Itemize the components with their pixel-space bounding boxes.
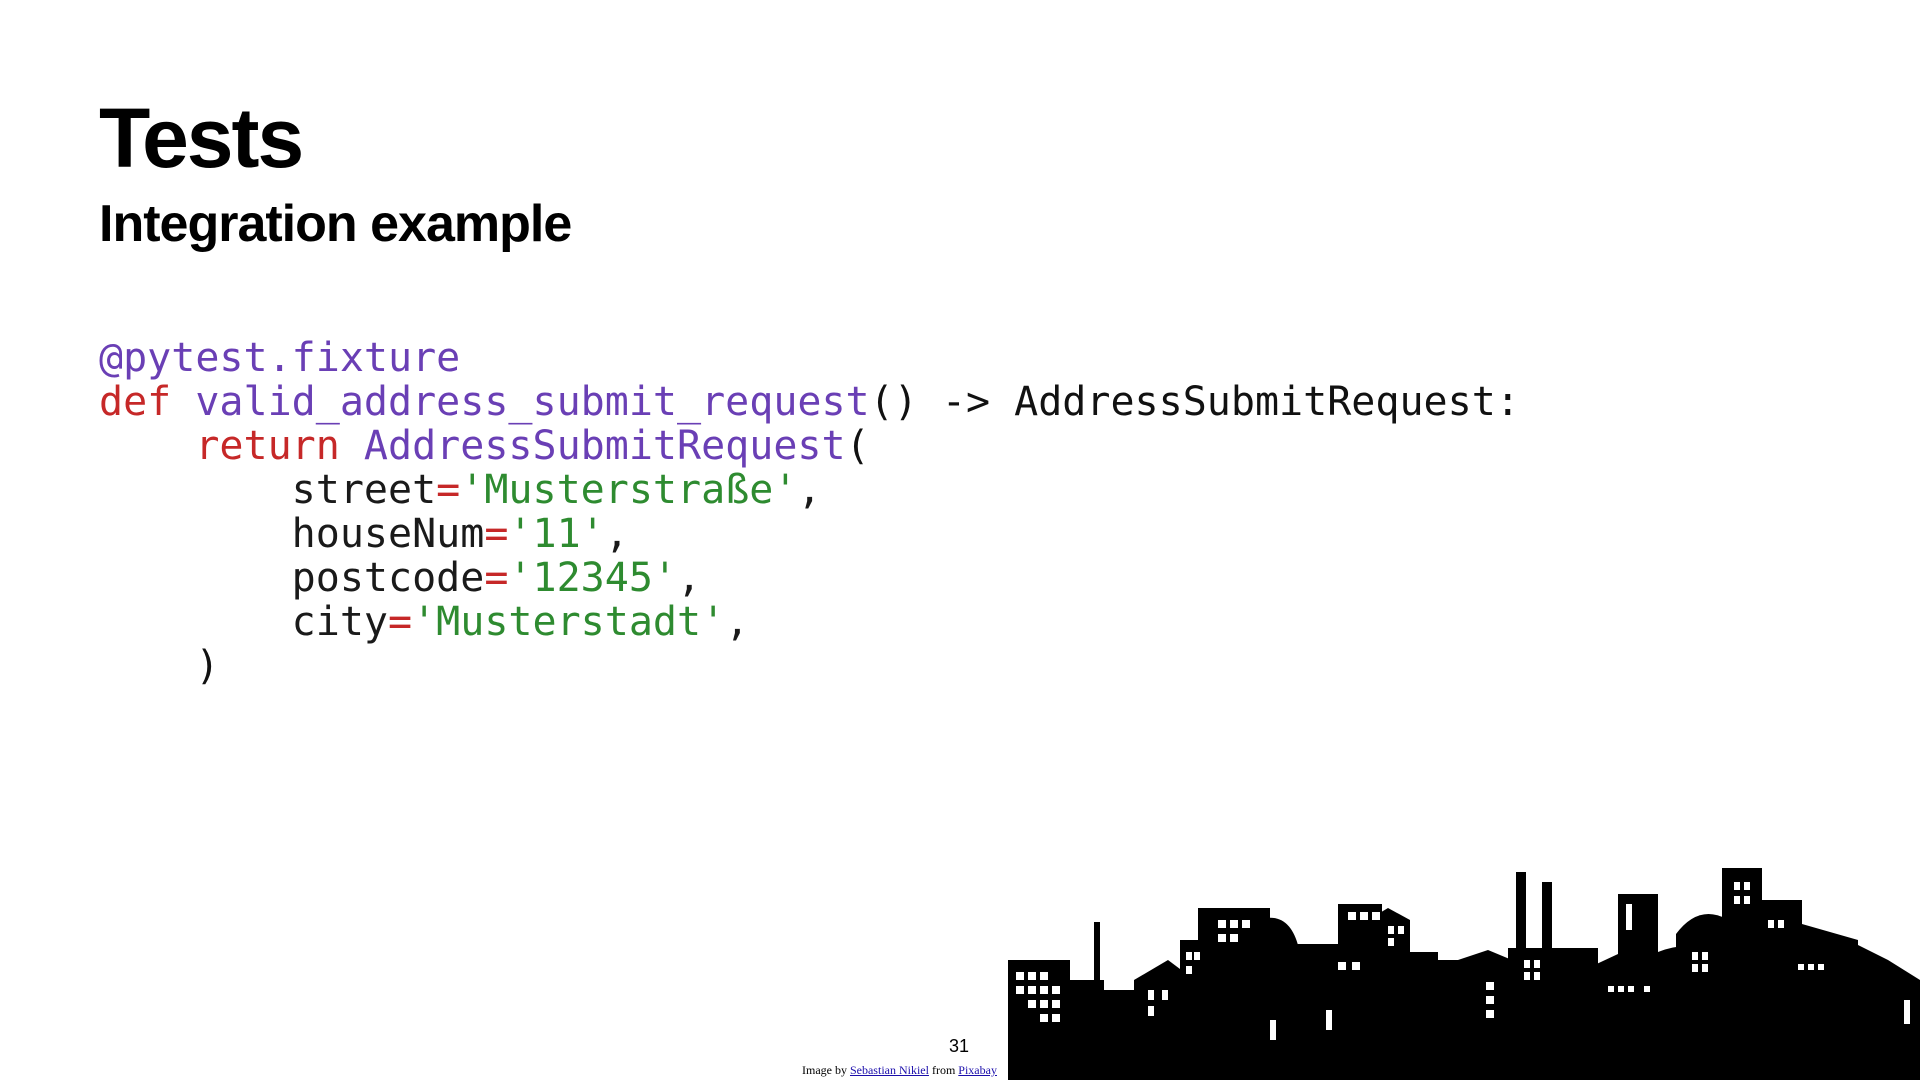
credit-source-link[interactable]: Pixabay: [958, 1063, 997, 1077]
code-arrow: ->: [917, 379, 1015, 425]
code-arg-comma: ,: [797, 467, 822, 513]
code-def-keyword: def: [99, 379, 172, 425]
code-class-name: AddressSubmitRequest: [363, 423, 846, 469]
code-return-type: AddressSubmitRequest:: [1014, 379, 1520, 425]
code-arg-value: '11': [508, 511, 605, 557]
code-arg-eq: =: [436, 467, 461, 513]
code-arg-value: 'Musterstraße': [460, 467, 798, 513]
image-credit: Image by Sebastian Nikiel from Pixabay: [802, 1063, 997, 1078]
code-return-keyword: return: [195, 423, 340, 469]
page-number: 31: [949, 1036, 970, 1056]
slide-title: Tests: [99, 91, 304, 185]
code-arg-eq: =: [387, 599, 413, 645]
credit-middle: from: [928, 1063, 959, 1077]
code-open-paren: (: [845, 423, 870, 469]
code-arg-comma: ,: [604, 511, 629, 557]
code-params: (): [869, 379, 918, 425]
code-arg-comma: ,: [676, 555, 702, 601]
code-close-paren: ): [195, 643, 220, 689]
slide-subtitle: Integration example: [99, 195, 572, 253]
credit-prefix: Image by: [802, 1063, 850, 1077]
code-function-name: valid_address_submit_request: [195, 379, 870, 425]
code-arg-value: '12345': [508, 555, 677, 601]
code-arg-eq: =: [484, 555, 509, 601]
credit-author-link[interactable]: Sebastian Nikiel: [849, 1063, 929, 1077]
code-arg-eq: =: [484, 511, 509, 557]
code-arg-value: 'Musterstadt': [412, 599, 726, 645]
code-arg-name: street: [291, 467, 437, 513]
code-arg-name: city: [291, 599, 388, 645]
code-decorator: @pytest.fixture: [99, 335, 461, 381]
code-arg-name: houseNum: [291, 511, 485, 557]
code-arg-name: postcode: [291, 555, 485, 601]
code-arg-comma: ,: [725, 599, 750, 645]
code-block: @pytest.fixture def valid_address_submit…: [99, 336, 1520, 688]
city-skyline-image: [1008, 868, 1920, 1080]
